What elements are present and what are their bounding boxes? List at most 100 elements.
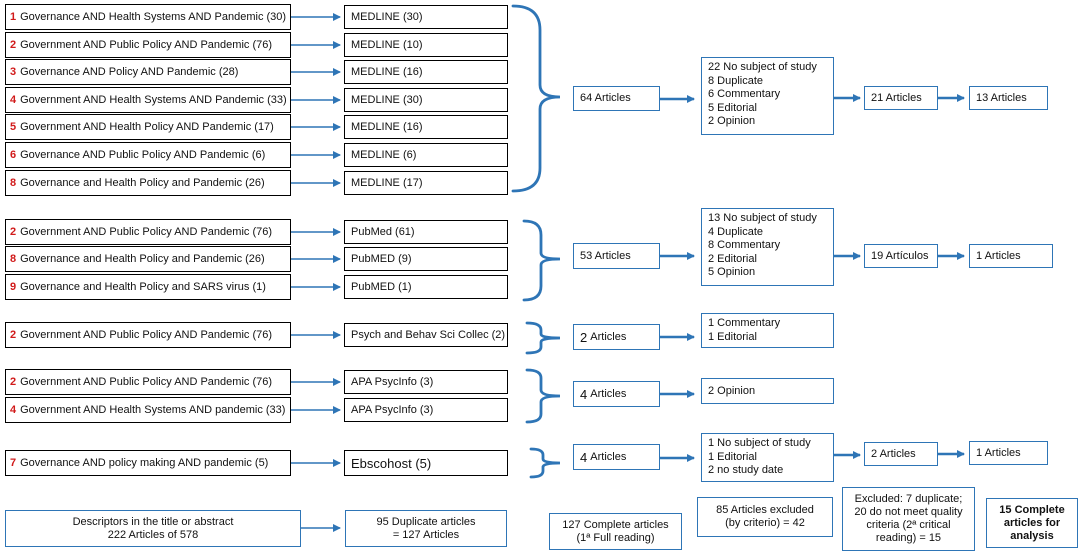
exclusion-item: 1 Editorial [708, 330, 757, 343]
exclusion-list-box: 1 No subject of study 1 Editorial 2 no s… [701, 433, 834, 482]
articles-total-box: 64 Articles [573, 86, 660, 111]
database-box: PubMed (61) [344, 220, 508, 244]
query-text: Government AND Public Policy AND Pandemi… [20, 225, 273, 238]
database-label: PubMed (61) [351, 225, 415, 238]
database-label: Ebscohost (5) [351, 455, 432, 471]
query-box: 6 Governance AND Public Policy AND Pande… [5, 142, 291, 168]
exclusion-item: 8 Duplicate [708, 74, 764, 87]
query-box: 4 Government AND Health Systems AND pand… [5, 397, 291, 423]
database-label: Psych and Behav Sci Collec (2) [351, 328, 506, 341]
database-label: APA PsycInfo (3) [351, 375, 434, 388]
articles-total-label: Articles [590, 330, 627, 343]
query-number: 2 [10, 38, 17, 51]
after-exclusion-count: 19 Artículos [871, 249, 929, 262]
final-analysis-line: articles for [1003, 516, 1061, 529]
query-text: Governance and Health Policy and Pandemi… [20, 252, 265, 265]
articles-total-box: 53 Articles [573, 243, 660, 269]
descriptors-box: Descriptors in the title or abstract 222… [5, 510, 301, 547]
descriptors-line: Descriptors in the title or abstract [72, 515, 234, 528]
query-number: 5 [10, 120, 17, 133]
after-exclusion-count: 2 Articles [871, 447, 916, 460]
after-exclusion-box: 21 Articles [864, 86, 938, 110]
database-label: MEDLINE (16) [351, 65, 423, 78]
query-text: Government AND Health Systems AND Pandem… [20, 93, 287, 106]
database-box: PubMED (1) [344, 275, 508, 299]
query-box: 3 Governance AND Policy AND Pandemic (28… [5, 59, 291, 85]
database-label: MEDLINE (16) [351, 120, 423, 133]
excluded-line: 85 Articles excluded [716, 504, 814, 516]
quality-line: Excluded: 7 duplicate; [854, 493, 963, 505]
quality-line: reading) = 15 [875, 532, 942, 544]
after-exclusion-box: 19 Artículos [864, 244, 938, 268]
query-number: 4 [10, 93, 17, 106]
final-count: 13 Articles [976, 91, 1027, 104]
brace [511, 4, 561, 193]
exclusion-item: 5 Opinion [708, 266, 756, 278]
articles-total-box: 2 Articles [573, 324, 660, 350]
database-box: Psych and Behav Sci Collec (2) [344, 323, 508, 347]
query-box: 8 Governance and Health Policy and Pande… [5, 246, 291, 272]
exclusion-item: 2 no study date [708, 464, 784, 476]
articles-total: 53 Articles [580, 249, 631, 262]
database-label: MEDLINE (17) [351, 176, 423, 189]
final-count-box: 13 Articles [969, 86, 1048, 110]
articles-total: 64 Articles [580, 92, 631, 104]
after-exclusion-box: 2 Articles [864, 442, 938, 466]
database-box: MEDLINE (30) [344, 5, 508, 29]
query-box: 2 Government AND Public Policy AND Pande… [5, 369, 291, 395]
database-label: MEDLINE (30) [351, 10, 423, 23]
exclusion-item: 2 Opinion [708, 384, 756, 397]
exclusion-item: 2 Opinion [708, 115, 756, 127]
query-text: Governance and Health Policy and SARS vi… [20, 280, 266, 293]
final-count-box: 1 Articles [969, 244, 1053, 268]
exclusion-item: 22 No subject of study [708, 61, 817, 73]
query-number: 2 [10, 328, 17, 341]
brace [525, 368, 561, 424]
query-text: Governance AND Public Policy AND Pandemi… [20, 148, 266, 161]
articles-total-label: Articles [590, 387, 627, 400]
query-box: 4 Government AND Health Systems AND Pand… [5, 87, 291, 113]
query-number: 8 [10, 176, 17, 189]
database-label: PubMED (9) [351, 252, 412, 265]
descriptors-line: 222 Articles of 578 [107, 528, 199, 541]
excluded-by-criteria-box: 85 Articles excluded (by criterio) = 42 [697, 497, 833, 537]
after-exclusion-count: 21 Articles [871, 91, 922, 104]
final-count: 1 Articles [976, 446, 1021, 459]
brace [525, 321, 561, 355]
query-box: 1 Governance AND Health Systems AND Pand… [5, 4, 291, 30]
articles-total-box: 4 Articles [573, 444, 660, 470]
query-text: Government AND Health Systems AND pandem… [20, 403, 286, 416]
final-analysis-box: 15 Complete articles for analysis [986, 498, 1078, 548]
brace [529, 447, 561, 479]
query-number: 9 [10, 280, 17, 293]
query-text: Government AND Health Policy AND Pandemi… [20, 120, 274, 133]
quality-line: 20 do not meet quality [854, 506, 963, 518]
exclusion-list-box: 22 No subject of study 8 Duplicate 6 Com… [701, 57, 834, 135]
database-label: MEDLINE (10) [351, 38, 423, 51]
exclusion-item: 1 Commentary [708, 317, 781, 329]
database-label: APA PsycInfo (3) [351, 403, 434, 416]
duplicates-box: 95 Duplicate articles = 127 Articles [345, 510, 507, 547]
database-box: PubMED (9) [344, 247, 508, 271]
query-number: 4 [10, 403, 17, 416]
final-count: 1 Articles [976, 249, 1021, 262]
articles-total-number: 4 [580, 386, 588, 402]
query-box: 5 Government AND Health Policy AND Pande… [5, 114, 291, 140]
query-number: 2 [10, 375, 17, 388]
exclusion-list-box: 1 Commentary 1 Editorial [701, 313, 834, 348]
duplicates-line: = 127 Articles [392, 528, 460, 541]
exclusion-item: 1 No subject of study [708, 437, 811, 449]
final-analysis-line: analysis [1010, 529, 1054, 542]
query-number: 2 [10, 225, 17, 238]
database-box: MEDLINE (30) [344, 88, 508, 112]
query-number: 6 [10, 148, 17, 161]
database-box: MEDLINE (16) [344, 115, 508, 139]
database-box: Ebscohost (5) [344, 450, 508, 476]
database-box: MEDLINE (10) [344, 33, 508, 57]
articles-total-label: Articles [590, 450, 627, 463]
query-number: 8 [10, 252, 17, 265]
query-text: Governance AND policy making AND pandemi… [20, 456, 269, 469]
database-box: MEDLINE (16) [344, 60, 508, 84]
exclusion-item: 8 Commentary [708, 239, 781, 251]
query-number: 7 [10, 456, 17, 469]
